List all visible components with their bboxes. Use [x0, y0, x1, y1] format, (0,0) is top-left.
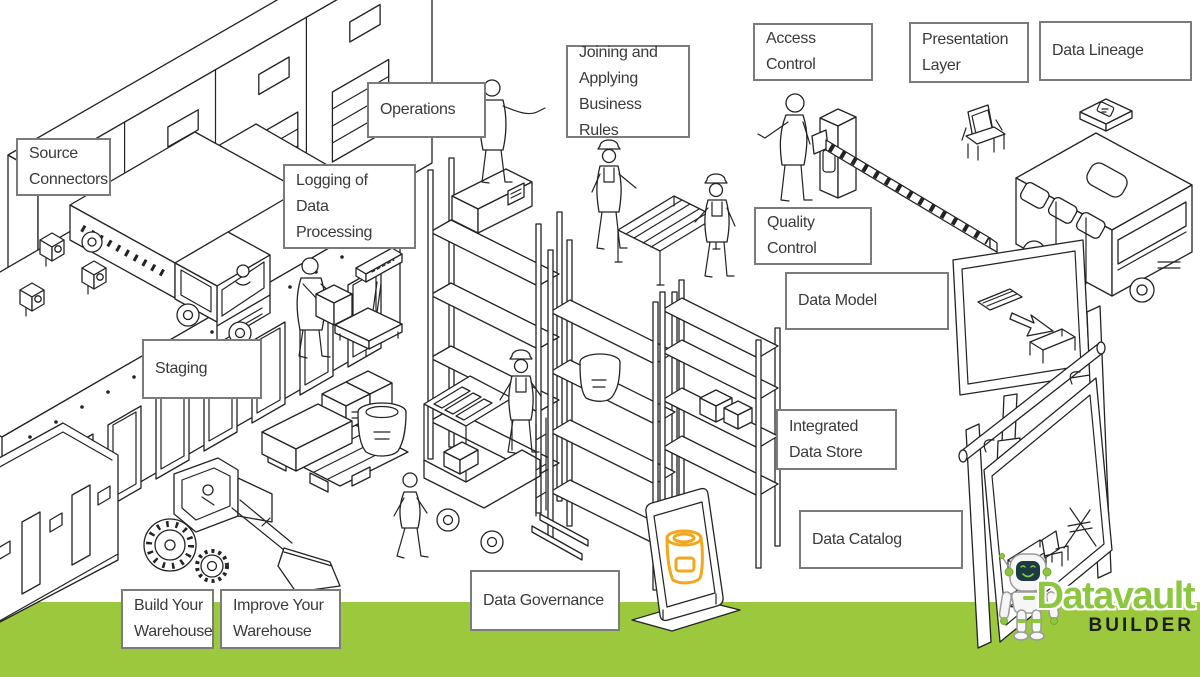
label-access-control: Access Control: [753, 23, 873, 81]
label-staging: Staging: [142, 339, 262, 399]
brand-builder: BUILDER: [1088, 615, 1194, 636]
governance-sign-icon: [631, 487, 741, 632]
robot-mascot-icon: [998, 553, 1060, 641]
warehouse-building-icon: [0, 422, 119, 623]
walking-worker-icon: [393, 472, 429, 559]
worker-carrying-box-icon: [296, 257, 353, 359]
brand-logo: Datavault BUILDER: [1036, 575, 1195, 636]
label-data-governance: Data Governance: [470, 570, 620, 631]
pallet-goods-icon: [261, 370, 409, 493]
label-source-connectors: Source Connectors: [16, 138, 111, 196]
label-joining-business-rules: Joining and Applying Business Rules: [566, 44, 690, 139]
tractor-icon: [143, 457, 341, 593]
storage-rack-2-icon: [547, 239, 678, 591]
brand-name: Datavault: [1036, 575, 1195, 617]
operations-person-icon: [475, 79, 546, 184]
label-build-your-warehouse: Build Your Warehouse: [121, 589, 214, 649]
label-data-model: Data Model: [785, 272, 949, 330]
forklift-icon: [423, 375, 589, 561]
label-data-lineage: Data Lineage: [1039, 21, 1192, 81]
delivery-van-icon: [1015, 132, 1193, 303]
table-worker-right-icon: [694, 173, 736, 278]
label-improve-your-warehouse: Improve Your Warehouse: [220, 589, 341, 649]
label-quality-control: Quality Control: [754, 207, 872, 265]
platform-scale-icon: [334, 247, 403, 357]
paint-bucket-icon: [665, 529, 704, 585]
delivery-truck-icon: [69, 131, 301, 345]
card-reader-pillar-icon: [811, 108, 857, 199]
security-camera-icon: [19, 232, 107, 317]
office-chair-icon: [961, 104, 1006, 161]
workbench-table-icon: [614, 195, 721, 286]
barrier-arm-icon: [825, 139, 998, 253]
access-person-icon: [757, 93, 813, 202]
label-logging-of-data-processing: Logging of Data Processing: [283, 164, 416, 249]
label-operations: Operations: [367, 82, 486, 138]
label-integrated-data-store: Integrated Data Store: [776, 409, 897, 470]
table-worker-left-icon: [591, 139, 637, 250]
label-presentation-layer: Presentation Layer: [909, 22, 1029, 83]
flat-package-icon: [1079, 98, 1133, 132]
label-data-catalog: Data Catalog: [799, 510, 963, 569]
rack-worker-icon: [499, 349, 542, 454]
storage-rack-1-icon: [427, 157, 563, 514]
